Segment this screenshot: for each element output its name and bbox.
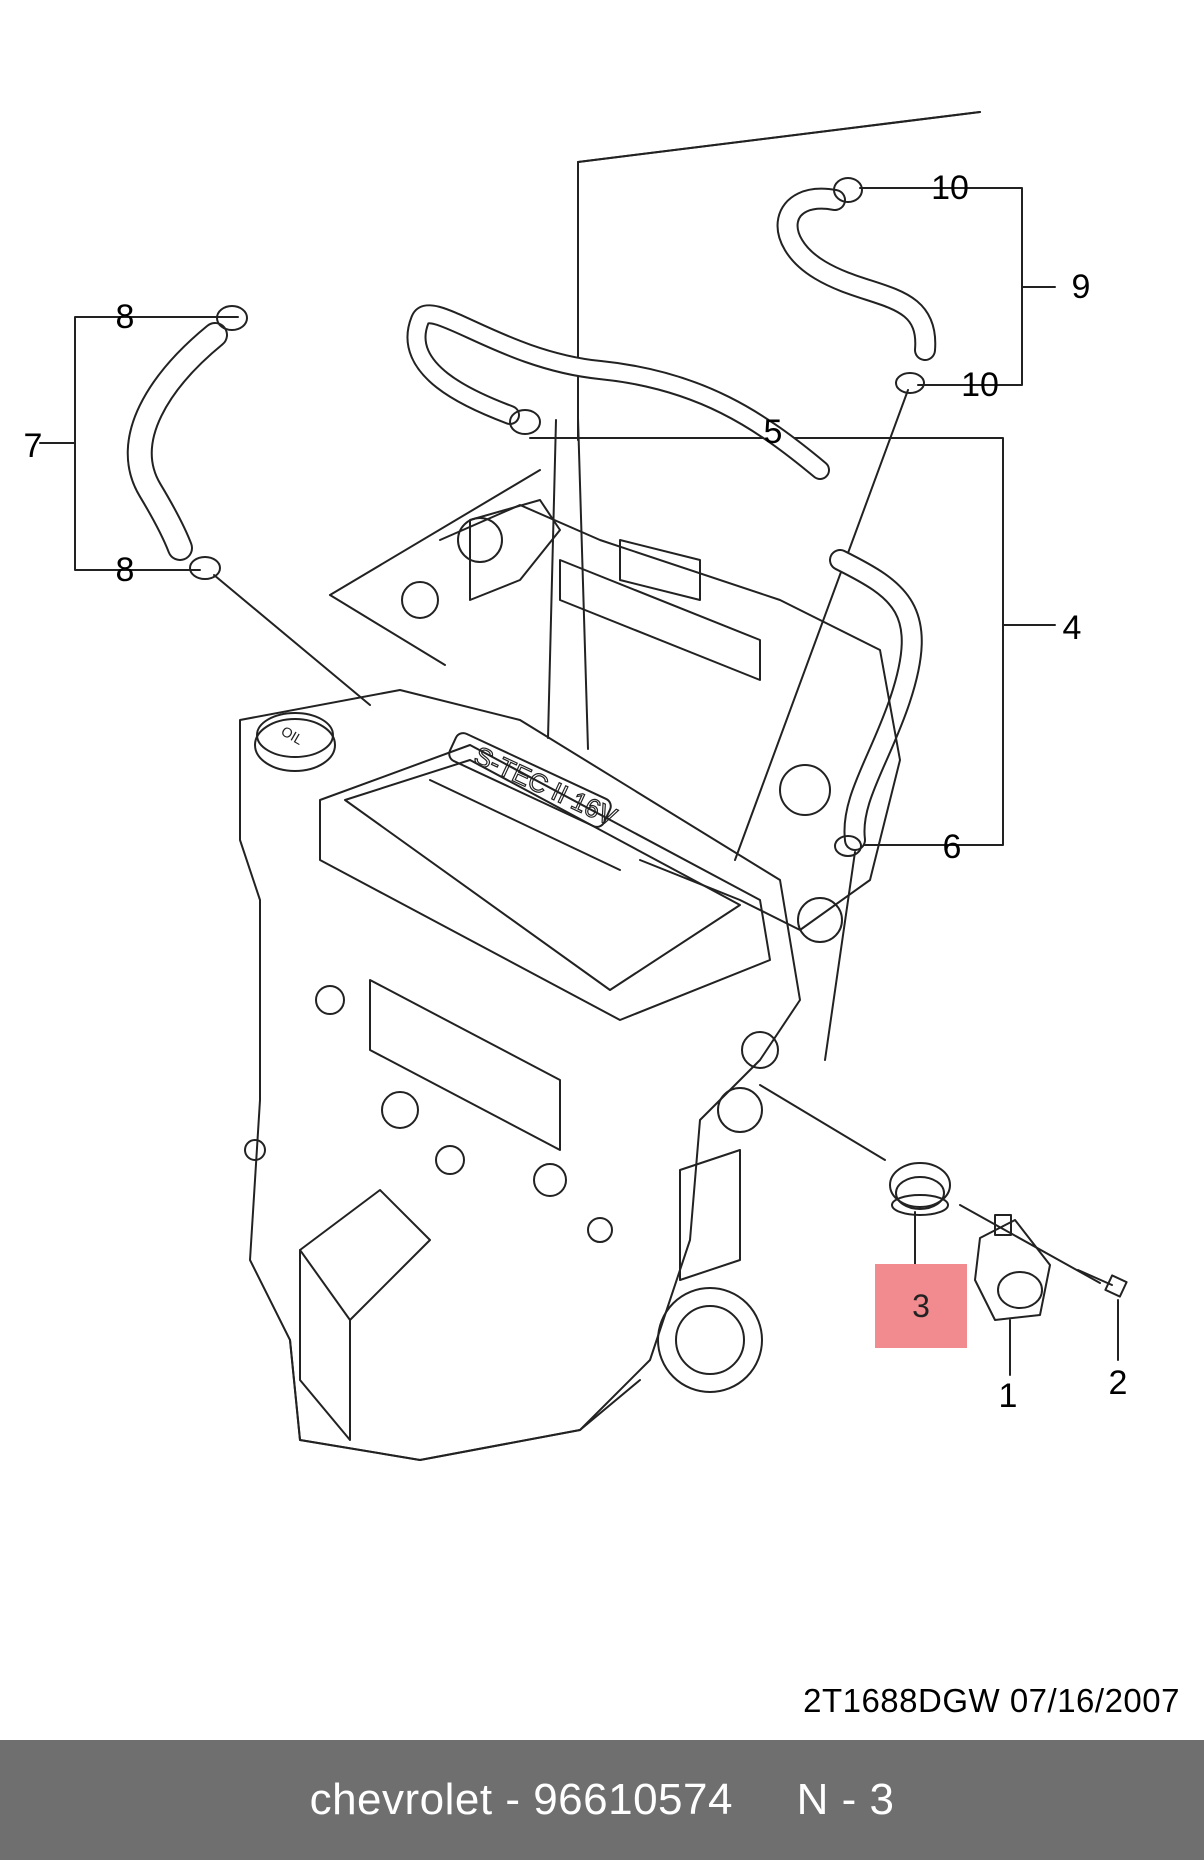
highlighted-part-box: 3 bbox=[875, 1264, 967, 1348]
callout-10-bottom: 10 bbox=[961, 366, 999, 404]
clamp-6 bbox=[834, 835, 862, 857]
hose-9 bbox=[776, 187, 937, 361]
drawing-id-date: 2T1688DGW 07/16/2007 bbox=[803, 1682, 1180, 1719]
engine-cover-label: S-TEC II 16V bbox=[470, 740, 622, 832]
callout-7: 7 bbox=[23, 427, 43, 465]
highlighted-part-number: 3 bbox=[912, 1287, 930, 1324]
callout-2: 2 bbox=[1108, 1364, 1128, 1402]
clamp-10-top bbox=[833, 177, 863, 203]
footer-part-text: chevrolet - 96610574 N - 3 bbox=[309, 1775, 895, 1824]
thermostat-part bbox=[889, 1162, 951, 1216]
callout-10-top: 10 bbox=[931, 169, 969, 207]
bolt-part bbox=[1077, 1269, 1128, 1298]
clamp-8-top bbox=[216, 305, 248, 331]
footer-bar: chevrolet - 96610574 N - 3 bbox=[0, 1740, 1204, 1860]
callout-9: 9 bbox=[1071, 268, 1091, 306]
clamp-10-bottom bbox=[895, 372, 925, 394]
engine-block bbox=[239, 689, 801, 1461]
oil-cap-label: OIL bbox=[279, 723, 307, 748]
intake-manifold bbox=[401, 499, 901, 943]
clamp-5 bbox=[509, 409, 541, 435]
callout-6: 6 bbox=[942, 828, 962, 866]
clamp-8-bottom bbox=[189, 556, 221, 580]
callout-1: 1 bbox=[998, 1377, 1018, 1415]
callout-8-bottom: 8 bbox=[115, 551, 135, 589]
engine-parts-diagram: S-TEC II 16V OIL bbox=[39, 111, 1128, 1461]
callout-5: 5 bbox=[763, 413, 783, 451]
callout-8-top: 8 bbox=[115, 298, 135, 336]
leader-lines bbox=[39, 111, 1119, 1376]
thermostat-housing-part bbox=[974, 1214, 1051, 1321]
callout-4: 4 bbox=[1062, 609, 1082, 647]
